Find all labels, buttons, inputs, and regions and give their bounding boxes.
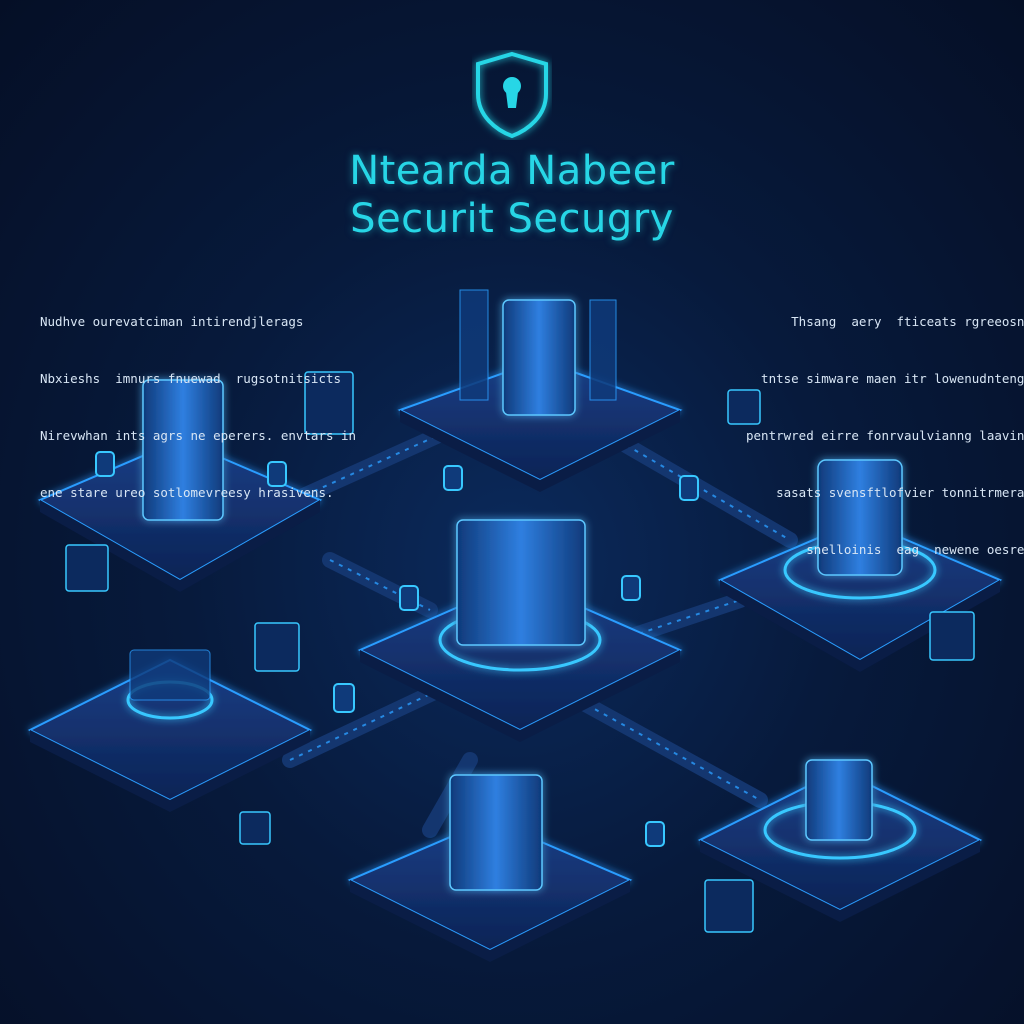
database-icon xyxy=(817,459,903,576)
right-line: Thsang aery fticeats rgreeosntis xyxy=(791,314,1024,329)
title-line-1: Ntearda Nabeer xyxy=(349,148,675,194)
platform-right xyxy=(717,459,1003,672)
right-line: tntse simware maen itr lowenudnteng ta xyxy=(761,371,1024,386)
server-tower-icon xyxy=(142,379,224,521)
platform-center xyxy=(357,519,683,742)
shield-lock-icon xyxy=(476,51,548,139)
left-line: Nirevwhan ints agrs ne eperers. envtars … xyxy=(40,428,357,443)
right-description: Thsang aery fticeats rgreeosntis tntse s… xyxy=(746,274,1024,597)
lock-icons xyxy=(95,451,699,847)
title-line-2: Securit Secugry xyxy=(350,196,674,242)
right-line: pentrwred eirre fonrvaulvianng laavingre xyxy=(746,428,1024,443)
server-tower-icon xyxy=(805,759,873,841)
server-rack-icon xyxy=(502,299,576,416)
platform-bottom xyxy=(347,774,633,962)
server-tower-icon xyxy=(449,774,543,891)
right-line: snelloinis eag newene oesreeo. xyxy=(806,542,1024,557)
screen-icons xyxy=(65,371,975,933)
platform-lower-left xyxy=(27,649,313,812)
left-line: Nudhve ourevatciman intirendjlerags xyxy=(40,314,304,329)
server-tower-icon xyxy=(456,519,586,646)
left-line: ene stare ureo sotlomevreesy hrasivens. xyxy=(40,485,334,500)
left-description: Nudhve ourevatciman intirendjlerags Nbxi… xyxy=(40,274,356,540)
right-line: sasats svensftlofvier tonnitrmeragnt xyxy=(776,485,1024,500)
platform-lower-right xyxy=(697,759,983,922)
left-line: Nbxieshs imnurs fnuewad rugsotnitsicts xyxy=(40,371,342,386)
platform-top xyxy=(397,289,683,492)
